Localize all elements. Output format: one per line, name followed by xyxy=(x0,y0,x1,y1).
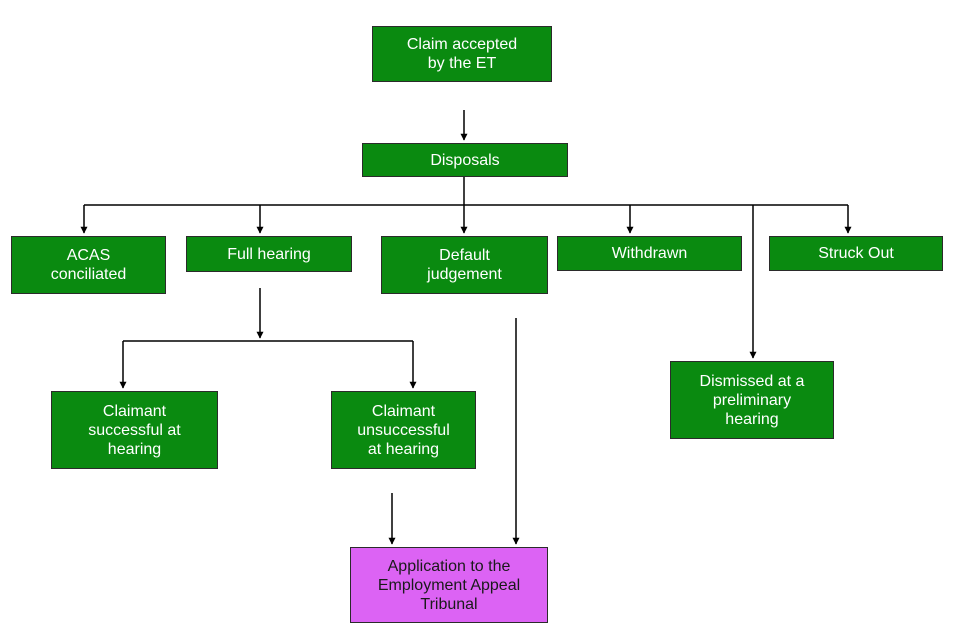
acas-conciliated-node: ACAS conciliated xyxy=(11,236,166,294)
struck-out-node: Struck Out xyxy=(769,236,943,271)
full-hearing-node: Full hearing xyxy=(186,236,352,272)
withdrawn-node: Withdrawn xyxy=(557,236,742,271)
claim-accepted-node: Claim accepted by the ET xyxy=(372,26,552,82)
disposals-node: Disposals xyxy=(362,143,568,177)
default-judgement-node: Default judgement xyxy=(381,236,548,294)
application-eat-node: Application to the Employment Appeal Tri… xyxy=(350,547,548,623)
claimant-unsuccessful-node: Claimant unsuccessful at hearing xyxy=(331,391,476,469)
dismissed-preliminary-node: Dismissed at a preliminary hearing xyxy=(670,361,834,439)
claimant-successful-node: Claimant successful at hearing xyxy=(51,391,218,469)
